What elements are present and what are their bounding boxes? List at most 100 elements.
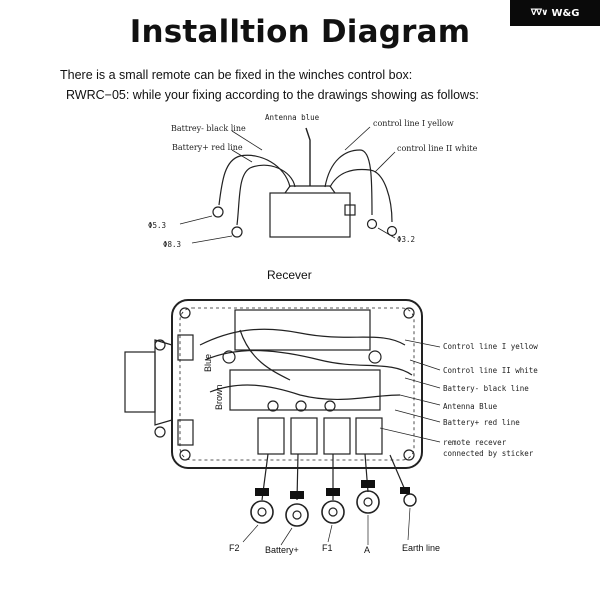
box-label-battery-minus: Battery- black line: [443, 384, 529, 393]
contactor: [229, 369, 381, 411]
terminal-ring-1: [212, 206, 224, 218]
plug-screw-1: [154, 339, 166, 351]
control-line-1-wire: [324, 149, 373, 216]
lug-hole-battery-plus: [292, 510, 302, 520]
mount-screw: [222, 350, 236, 364]
box-label-battery-plus: Battery+ red line: [443, 418, 520, 427]
plug-clip-1: [177, 334, 194, 361]
leader-r-remote: [379, 427, 441, 443]
leader-d53: [179, 215, 213, 225]
gland-3: [323, 417, 351, 455]
battery-plus-wire: [236, 164, 296, 226]
leader-r-battery-minus: [404, 377, 441, 389]
box-screw-bl: [179, 449, 191, 461]
leader-r-control-2: [409, 359, 441, 371]
label-control-1: control line I yellow: [373, 119, 454, 128]
control-box-outer: [171, 299, 423, 469]
label-battery-minus: Battrey- black line: [171, 124, 246, 133]
label-diameter-3-2: Φ3.2: [397, 235, 415, 244]
inner-label-brown: Brown: [214, 384, 224, 410]
leader-battery-minus: [231, 130, 263, 151]
leader-t-battery-plus: [280, 527, 293, 546]
lug-a: [356, 490, 380, 514]
brand-name: W&G: [551, 7, 580, 19]
inner-label-blue: Blue: [203, 354, 213, 372]
label-diameter-8-3: Φ8.3: [163, 240, 181, 249]
terminal-ring-3: [366, 218, 378, 230]
box-label-control-2: Control line II white: [443, 366, 538, 375]
receiver-tab: [344, 204, 356, 216]
lug-battery-plus: [285, 503, 309, 527]
sleeve-earth: [400, 487, 410, 494]
sleeve-a: [361, 480, 375, 488]
brand-badge: ∇∇∨ W&G: [510, 0, 600, 26]
box-screw-tl: [179, 307, 191, 319]
box-screw-br: [403, 449, 415, 461]
lug-earth: [403, 493, 417, 507]
control-line-2-wire: [329, 168, 393, 223]
box-label-remote-1: remote recever: [443, 438, 507, 447]
remote-receiver-drawing: [179, 126, 398, 244]
stud-1: [267, 400, 279, 412]
control-box-drawing: [124, 299, 441, 546]
plug-clip-2: [177, 419, 194, 446]
leader-d32: [377, 227, 396, 239]
leader-battery-plus: [231, 149, 253, 163]
label-antenna: Antenna blue: [265, 113, 320, 122]
plug-flange: [154, 339, 173, 426]
antenna-wire: [305, 127, 311, 186]
plug-housing: [124, 351, 156, 413]
leader-r-control-1: [404, 339, 441, 348]
leader-f1: [327, 524, 333, 543]
lug-f2: [250, 500, 274, 524]
terminal-ring-2: [231, 226, 243, 238]
leader-control-2: [374, 151, 396, 173]
terminal-label-battery-plus: Battery+: [265, 545, 299, 555]
leader-r-battery-plus: [394, 409, 441, 423]
leader-control-1: [344, 126, 371, 151]
leader-d83: [191, 235, 233, 244]
plug-screw-2: [154, 426, 166, 438]
stud-2: [295, 400, 307, 412]
leader-f2: [242, 524, 259, 543]
sleeve-f2: [255, 488, 269, 496]
receiver-body: [269, 192, 351, 238]
gland-4: [355, 417, 383, 455]
leader-r-antenna: [399, 394, 441, 406]
terminal-label-a: A: [364, 545, 370, 555]
box-screw-tr: [403, 307, 415, 319]
lug-hole-f2: [257, 507, 267, 517]
mount-screw-2: [368, 350, 382, 364]
lug-hole-a: [363, 497, 373, 507]
box-label-control-1: Control line I yellow: [443, 342, 538, 351]
intro-line-2: RWRC−05: while your fixing according to …: [66, 88, 479, 102]
gland-2: [290, 417, 318, 455]
lead-earth: [389, 454, 406, 491]
wire-bundle-1: [199, 328, 406, 346]
relay-board: [234, 309, 371, 351]
brand-logo-icon: ∇∇∨: [530, 8, 549, 18]
label-control-2: control line II white: [397, 144, 478, 153]
stud-3: [324, 400, 336, 412]
lug-hole-f1: [328, 507, 338, 517]
box-label-antenna: Antenna Blue: [443, 402, 498, 411]
wire-bundle-2: [204, 349, 413, 376]
box-label-remote-2: connected by sticker: [443, 449, 534, 458]
sleeve-battery-plus: [290, 491, 304, 499]
gland-1: [257, 417, 285, 455]
terminal-ring-4: [386, 225, 398, 237]
battery-minus-wire: [218, 154, 291, 206]
wire-bundle-3: [209, 384, 401, 401]
terminal-label-earth: Earth line: [402, 543, 440, 553]
label-battery-plus: Battery+ red line: [172, 143, 243, 152]
sleeve-f1: [326, 488, 340, 496]
page-title: Installtion Diagram: [129, 14, 471, 50]
wire-bundle-4: [239, 329, 291, 381]
receiver-top: [284, 185, 336, 194]
leader-earth: [407, 507, 411, 541]
lug-f1: [321, 500, 345, 524]
control-box-seal: [179, 307, 415, 461]
intro-line-1: There is a small remote can be fixed in …: [60, 68, 413, 82]
terminal-label-f2: F2: [229, 543, 240, 553]
